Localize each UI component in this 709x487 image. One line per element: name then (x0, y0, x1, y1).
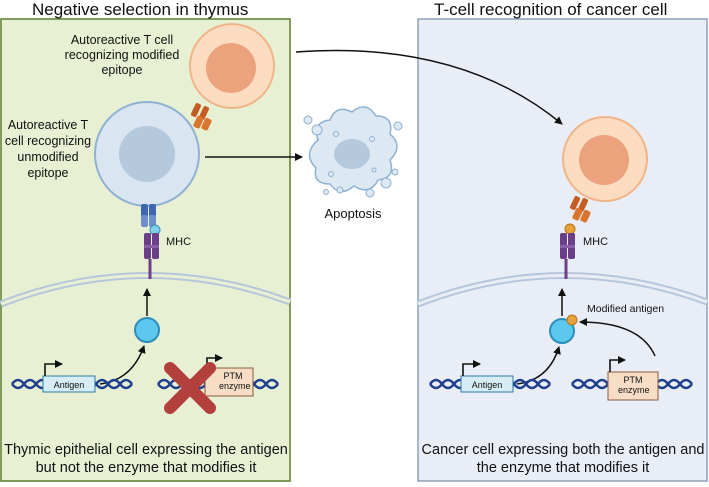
antigen-box-right (460, 375, 514, 393)
antigen-box-left (42, 375, 96, 393)
right-caption: Cancer cell expressing both the antigen … (421, 442, 705, 476)
left-panel-title: Negative selection in thymus (32, 0, 249, 19)
cross-icon (164, 362, 216, 414)
mhc-left (144, 233, 159, 279)
mhc-label-right: MHC (583, 236, 609, 248)
antigen-label-right: Antigen (471, 380, 503, 390)
mhc-label-left: MHC (166, 236, 192, 248)
tcell-right (562, 116, 648, 235)
antigen-ball-left (134, 317, 160, 343)
left-caption: Thymic epithelial cell expressing the an… (4, 442, 288, 476)
modification-dot (566, 314, 578, 326)
tcell-modified-left (189, 23, 275, 131)
mhc-right (560, 233, 575, 279)
apoptotic-cell (303, 106, 403, 198)
antigen-label-left: Antigen (53, 380, 85, 390)
ptm-label-right: PTM enzyme (618, 375, 650, 395)
apoptosis-label: Apoptosis (324, 206, 382, 221)
arrow-to-cancer-tcell (295, 49, 563, 125)
ptm-box-right (607, 371, 659, 401)
tcell-unmodified-left (94, 101, 200, 236)
right-panel-title: T-cell recognition of cancer cell (434, 0, 668, 19)
antigen-ball-right (549, 318, 575, 344)
label-tcell-modified: Autoreactive T cell recognizing modified… (64, 33, 180, 77)
ptm-label-left: PTM enzyme (219, 371, 251, 391)
right-panel (416, 18, 709, 482)
left-panel (0, 18, 292, 482)
label-tcell-unmodified: Autoreactive T cell recognizing unmodifi… (4, 118, 92, 180)
modified-antigen-label: Modified antigen (587, 303, 665, 315)
